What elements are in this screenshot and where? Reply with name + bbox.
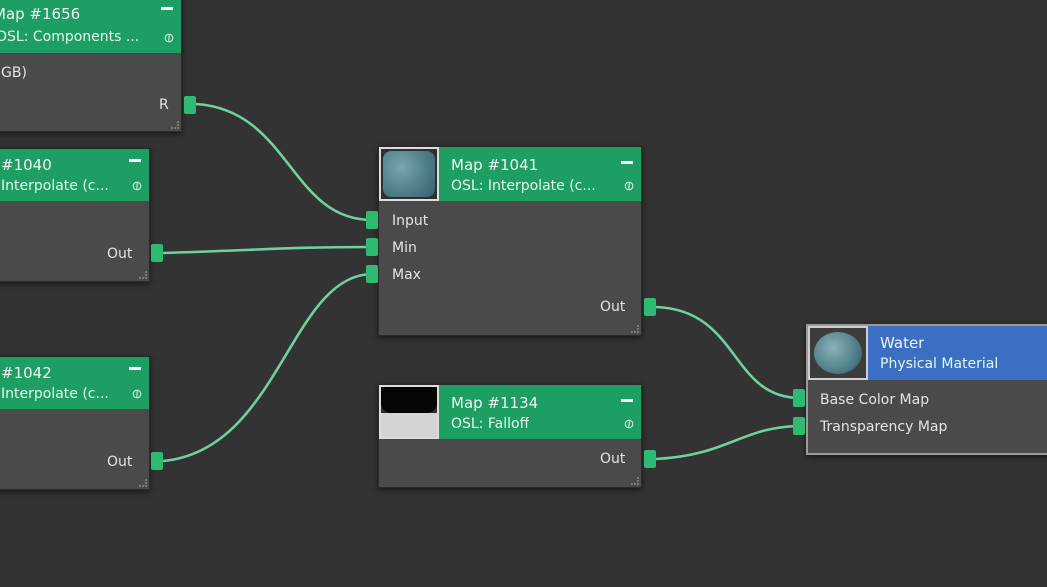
node-header[interactable]: #1042 Interpolate (c... ⊘ bbox=[0, 357, 149, 409]
node-header[interactable]: Map #1041 OSL: Interpolate (c... ⊘ bbox=[379, 147, 641, 201]
input-label-max: Max bbox=[392, 267, 421, 283]
output-port-out[interactable] bbox=[151, 452, 163, 470]
input-port-max[interactable] bbox=[366, 265, 378, 283]
node-title: Map #1134 bbox=[451, 394, 539, 412]
node-title: Water bbox=[880, 334, 925, 352]
input-label-transparency-map: Transparency Map bbox=[820, 419, 948, 435]
link-icon[interactable]: ⊘ bbox=[160, 29, 179, 48]
link-icon[interactable]: ⊘ bbox=[128, 177, 147, 196]
material-preview-thumbnail bbox=[808, 326, 868, 380]
node-title: #1040 bbox=[1, 156, 52, 174]
link-icon[interactable]: ⊘ bbox=[620, 415, 639, 434]
node-header[interactable]: Water Physical Material bbox=[808, 326, 1047, 380]
node-subtitle: OSL: Interpolate (c... bbox=[451, 178, 596, 194]
minimize-icon[interactable] bbox=[621, 399, 633, 402]
node-title: #1042 bbox=[1, 364, 52, 382]
input-port-input[interactable] bbox=[366, 211, 378, 229]
node-title: Map #1656 bbox=[0, 5, 81, 23]
node-subtitle: Physical Material bbox=[880, 356, 999, 372]
node-subtitle: Interpolate (c... bbox=[1, 178, 109, 194]
minimize-icon[interactable] bbox=[129, 367, 141, 370]
link-icon[interactable]: ⊘ bbox=[128, 385, 147, 404]
link-icon[interactable]: ⊘ bbox=[620, 177, 639, 196]
wire-1041out-to-water-basecolor[interactable] bbox=[655, 305, 801, 400]
node-header[interactable]: Map #1656 OSL: Components ... ⊘ bbox=[0, 0, 181, 53]
node-map-1042[interactable]: #1042 Interpolate (c... ⊘ Out bbox=[0, 356, 150, 490]
output-label-r: R bbox=[159, 97, 169, 113]
input-label-base-color-map: Base Color Map bbox=[820, 392, 930, 408]
input-port-min[interactable] bbox=[366, 238, 378, 256]
input-port-transparency-map[interactable] bbox=[793, 417, 805, 435]
node-map-1041[interactable]: Map #1041 OSL: Interpolate (c... ⊘ Input… bbox=[378, 146, 642, 336]
resize-handle[interactable] bbox=[631, 477, 639, 485]
node-map-1040[interactable]: #1040 Interpolate (c... ⊘ Out bbox=[0, 148, 150, 282]
minimize-icon[interactable] bbox=[129, 159, 141, 162]
node-body-text: GB) bbox=[1, 65, 27, 81]
resize-handle[interactable] bbox=[171, 121, 179, 129]
resize-handle[interactable] bbox=[139, 271, 147, 279]
wire-1042out-to-1041max[interactable] bbox=[162, 272, 373, 463]
wire-1040out-to-1041min[interactable] bbox=[162, 245, 373, 255]
node-subtitle: OSL: Falloff bbox=[451, 416, 530, 432]
output-label-out: Out bbox=[107, 246, 133, 262]
node-map-1656[interactable]: Map #1656 OSL: Components ... ⊘ GB) R bbox=[0, 0, 182, 132]
resize-handle[interactable] bbox=[139, 479, 147, 487]
minimize-icon[interactable] bbox=[621, 161, 633, 164]
input-port-base-color-map[interactable] bbox=[793, 389, 805, 407]
resize-handle[interactable] bbox=[631, 325, 639, 333]
wire-1656r-to-1041input[interactable] bbox=[195, 102, 373, 222]
input-label-input: Input bbox=[392, 213, 429, 229]
material-preview-thumbnail bbox=[379, 147, 439, 201]
output-port-out[interactable] bbox=[151, 244, 163, 262]
output-label-out: Out bbox=[107, 454, 133, 470]
minimize-icon[interactable] bbox=[161, 7, 173, 10]
node-title: Map #1041 bbox=[451, 156, 539, 174]
wire-1134out-to-water-transparency[interactable] bbox=[655, 424, 801, 461]
node-map-1134[interactable]: Map #1134 OSL: Falloff ⊘ Out bbox=[378, 384, 642, 488]
output-port-out[interactable] bbox=[644, 450, 656, 468]
node-subtitle: Interpolate (c... bbox=[1, 386, 109, 402]
output-label-out: Out bbox=[600, 299, 626, 315]
node-header[interactable]: #1040 Interpolate (c... ⊘ bbox=[0, 149, 149, 201]
node-subtitle: OSL: Components ... bbox=[0, 29, 140, 45]
output-port-r[interactable] bbox=[184, 96, 196, 114]
node-water-material[interactable]: Water Physical Material Base Color Map T… bbox=[806, 324, 1047, 455]
output-port-out[interactable] bbox=[644, 298, 656, 316]
input-label-min: Min bbox=[392, 240, 417, 256]
node-header[interactable]: Map #1134 OSL: Falloff ⊘ bbox=[379, 385, 641, 439]
falloff-preview-thumbnail bbox=[379, 385, 439, 439]
output-label-out: Out bbox=[600, 451, 626, 467]
